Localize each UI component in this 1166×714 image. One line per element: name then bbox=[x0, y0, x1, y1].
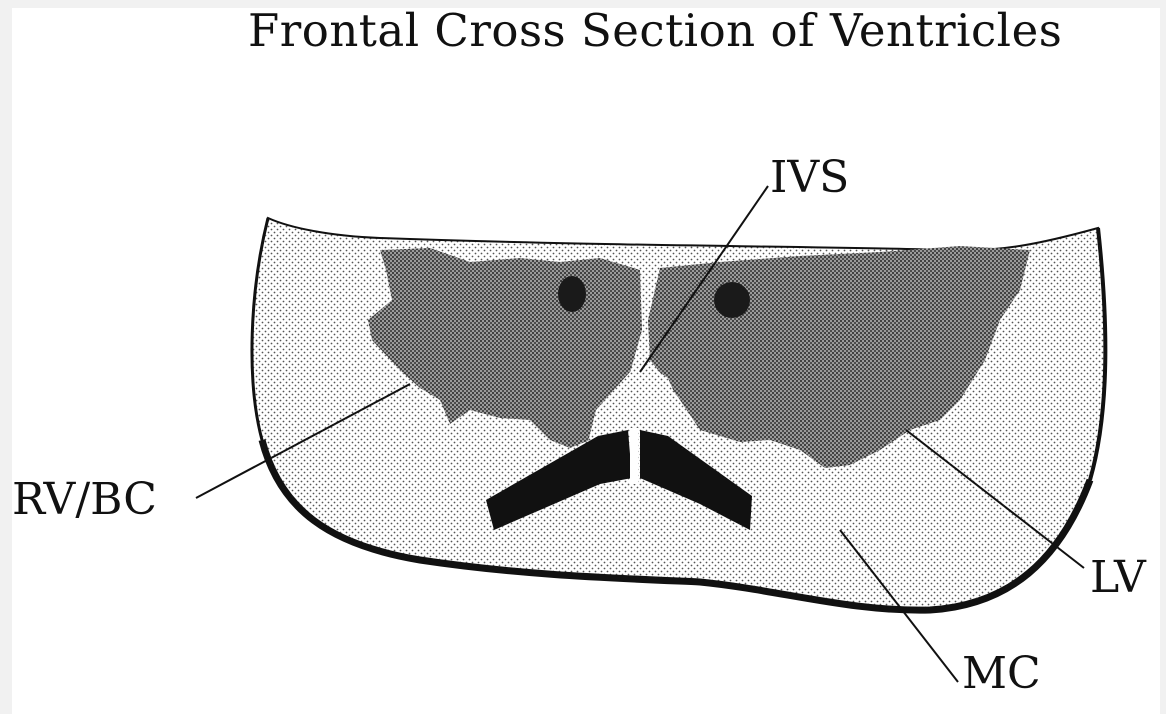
cavity-right bbox=[714, 282, 750, 318]
chevron-divider bbox=[630, 428, 638, 484]
label-mc: MC bbox=[962, 648, 1041, 699]
label-lv: LV bbox=[1090, 552, 1146, 603]
figure-title: Frontal Cross Section of Ventricles bbox=[248, 4, 1062, 57]
cavity-left bbox=[558, 276, 586, 312]
label-ivs: IVS bbox=[770, 152, 849, 203]
label-rv-bc: RV/BC bbox=[12, 474, 157, 525]
